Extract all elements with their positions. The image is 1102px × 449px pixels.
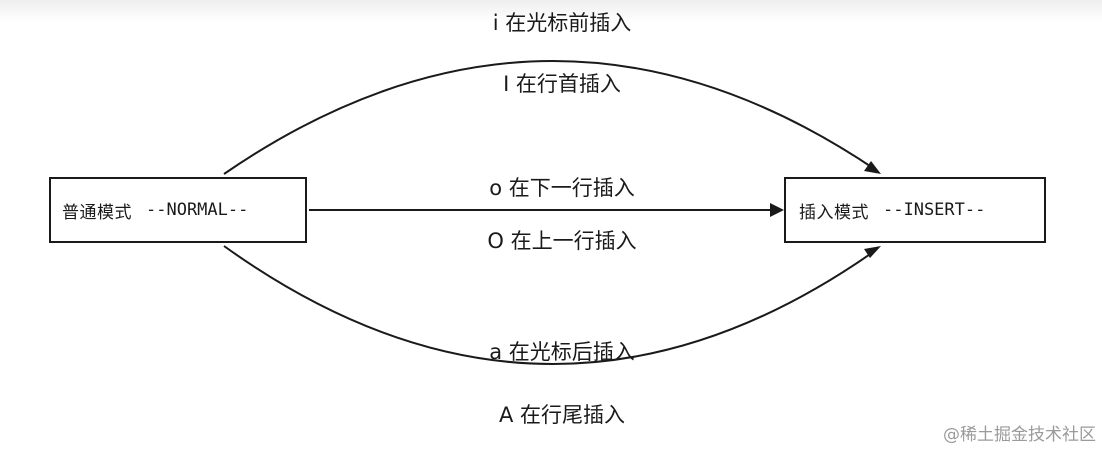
middle-line-label-below: O 在上一行插入: [487, 229, 637, 253]
normal-mode-box: 普通模式 --NORMAL--: [49, 177, 307, 243]
middle-arrowhead: [770, 203, 784, 217]
top-arc-arrowhead: [864, 161, 881, 174]
middle-line-label-above: o 在下一行插入: [489, 176, 635, 200]
top-arc-label-above: i 在光标前插入: [492, 11, 632, 35]
top-arc-label-below: I 在行首插入: [503, 72, 621, 96]
watermark-text: @稀土掘金技术社区: [943, 425, 1096, 445]
normal-mode-tag: --NORMAL--: [146, 200, 249, 220]
top-arc-arrow: [223, 60, 877, 175]
bottom-arc-arrowhead: [864, 246, 881, 258]
top-shadow-band: [0, 0, 1102, 22]
insert-mode-box: 插入模式 --INSERT--: [784, 177, 1046, 243]
normal-mode-name: 普通模式: [62, 202, 132, 223]
bottom-arc-label-above: a 在光标后插入: [489, 340, 635, 364]
bottom-arc-arrow: [223, 245, 877, 365]
bottom-arc-label-below: A 在行尾插入: [498, 403, 626, 427]
insert-mode-tag: --INSERT--: [883, 200, 986, 220]
insert-mode-name: 插入模式: [799, 202, 869, 223]
